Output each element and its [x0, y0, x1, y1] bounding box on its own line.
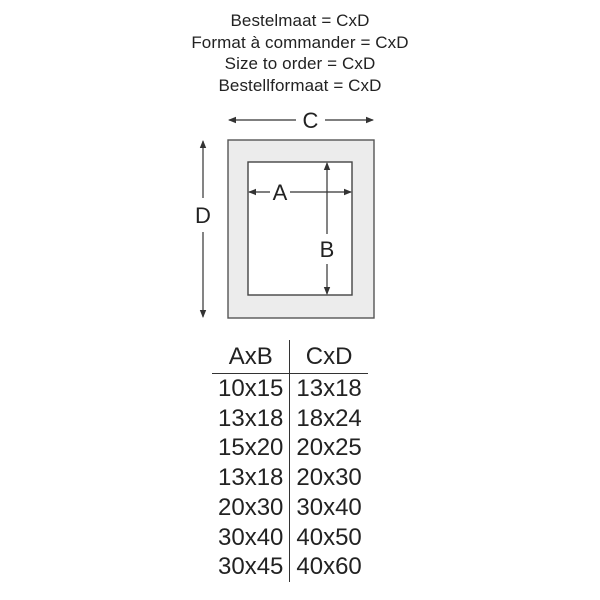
- label-c: C: [303, 108, 319, 133]
- outer-size-cell: 40x60: [296, 553, 362, 581]
- opening-size-cell: 30x40: [212, 522, 291, 553]
- label-d: D: [195, 203, 211, 228]
- opening-size-cell: 13x18: [212, 403, 291, 434]
- size-table-header-row: AxB CxD: [212, 340, 368, 374]
- opening-size-cell: 10x15: [212, 373, 291, 404]
- opening-size-cell: 20x30: [212, 492, 291, 523]
- outer-size-cell: 20x25: [296, 434, 362, 462]
- heading-english: Size to order = CxD: [224, 54, 376, 73]
- outer-size-cell: 40x50: [296, 523, 362, 551]
- opening-size-cell: 13x18: [212, 463, 291, 493]
- opening-size-cell: 15x20: [212, 433, 291, 464]
- order-size-headings: Bestelmaat = CxD Format à commander = Cx…: [0, 10, 600, 96]
- outer-size-cell: 20x30: [296, 464, 362, 492]
- outer-size-cell: 30x40: [296, 493, 362, 521]
- heading-french: Format à commander = CxD: [191, 32, 409, 52]
- opening-size-cell: 30x45: [212, 552, 291, 582]
- heading-german: Bestellformaat = CxD: [218, 75, 382, 95]
- heading-dutch: Bestelmaat = CxD: [230, 11, 370, 30]
- label-a: A: [273, 180, 288, 205]
- header-opening-size: AxB: [212, 340, 291, 374]
- label-b: B: [320, 237, 335, 262]
- outer-size-cell: 13x18: [296, 375, 362, 402]
- header-outer-size: CxD: [289, 340, 368, 374]
- mat-opening: [247, 161, 353, 296]
- outer-size-cell: 18x24: [296, 404, 362, 432]
